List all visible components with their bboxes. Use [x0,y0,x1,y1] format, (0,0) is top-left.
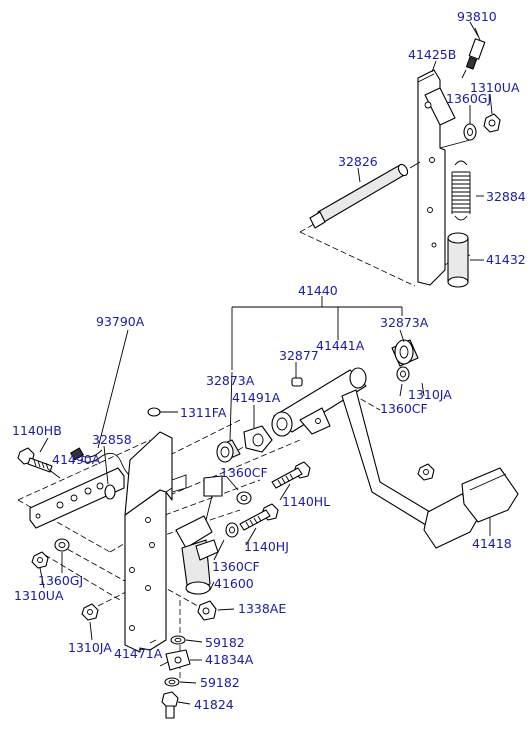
label-1310ja-right[interactable]: 1310JA [408,387,452,402]
label-59182-top[interactable]: 59182 [205,635,245,650]
bolt-41824-drawing [161,691,179,719]
label-1360gj-top[interactable]: 1360GJ [446,91,491,106]
bolt-1140hl-drawing [271,461,311,489]
label-1360cf-low[interactable]: 1360CF [212,559,260,574]
label-93810[interactable]: 93810 [457,9,497,24]
label-1140hb[interactable]: 1140HB [12,423,62,438]
pin-32877-drawing [291,377,303,387]
group-41440-leader-lines [231,296,403,370]
fitting-41834a-drawing [159,649,191,671]
nut-1310ja-left-drawing [81,603,99,621]
washer-1360cf-mid-drawing [236,491,252,505]
label-1140hl[interactable]: 1140HL [282,494,330,509]
pedal-41418-drawing [341,389,519,549]
leader-lines [39,21,493,705]
washer-59182-top-drawing [170,635,186,645]
plate-41490a-drawing [29,467,125,529]
stop-32858-drawing [104,484,116,500]
pedal-shaft-41441a-drawing [271,367,367,437]
label-32858[interactable]: 32858 [92,432,132,447]
bolt-1140hj-drawing [239,503,279,531]
label-1360gj-left[interactable]: 1360GJ [38,573,83,588]
label-32873a-left[interactable]: 32873A [206,373,255,388]
label-1311fa[interactable]: 1311FA [180,405,227,420]
label-93790a[interactable]: 93790A [96,314,145,329]
bushing-32873a-right-drawing [391,339,419,367]
label-41425b[interactable]: 41425B [408,47,456,62]
label-41490a[interactable]: 41490A [52,452,101,467]
plate-41491a-drawing [243,425,273,453]
washer-1360cf-low-drawing [225,522,239,538]
nut-1310ua-left-drawing [31,551,49,569]
shaft-32826-drawing [309,161,421,229]
label-1360cf-mid[interactable]: 1360CF [220,465,268,480]
washer-59182-bottom-drawing [164,677,180,687]
label-1310ua-top[interactable]: 1310UA [470,80,520,95]
nut-1310ua-top-drawing [483,113,501,133]
label-1140hj[interactable]: 1140HJ [244,539,289,554]
bushing-32873a-left-drawing [216,439,241,463]
sleeve-41432-drawing [447,232,469,288]
nut-1338ae-drawing [197,600,217,621]
label-41418[interactable]: 41418 [472,536,512,551]
label-32877[interactable]: 32877 [279,348,319,363]
part-labels: 93810 41425B 1310UA 1360GJ 32826 32884 4… [12,9,526,712]
clip-1311fa-drawing [147,407,178,417]
nut-1310ja-right-drawing [417,463,435,481]
label-41834a[interactable]: 41834A [205,652,254,667]
label-1338ae[interactable]: 1338AE [238,601,286,616]
label-41600[interactable]: 41600 [214,576,254,591]
bolt-1140hb-drawing [17,447,53,473]
label-1310ua-left[interactable]: 1310UA [14,588,64,603]
washer-1360gj-top-drawing [463,123,477,141]
label-41441a[interactable]: 41441A [316,338,365,353]
label-41824[interactable]: 41824 [194,697,234,712]
bracket-41425b-drawing [417,69,471,286]
label-32884[interactable]: 32884 [486,189,526,204]
label-41471a[interactable]: 41471A [114,646,163,661]
label-41491a[interactable]: 41491A [232,390,281,405]
label-41440[interactable]: 41440 [298,283,338,298]
washer-1360gj-left-drawing [54,538,70,552]
label-32873a-right[interactable]: 32873A [380,315,429,330]
label-59182-bottom[interactable]: 59182 [200,675,240,690]
switch-93810-drawing [461,27,486,79]
washer-1360cf-right-drawing [396,366,410,382]
label-1360cf-right[interactable]: 1360CF [380,401,428,416]
label-1310ja-left[interactable]: 1310JA [68,640,112,655]
bracket-41471a-drawing [124,431,187,653]
label-41432[interactable]: 41432 [486,252,526,267]
spring-32884-drawing [451,160,471,221]
label-32826[interactable]: 32826 [338,154,378,169]
